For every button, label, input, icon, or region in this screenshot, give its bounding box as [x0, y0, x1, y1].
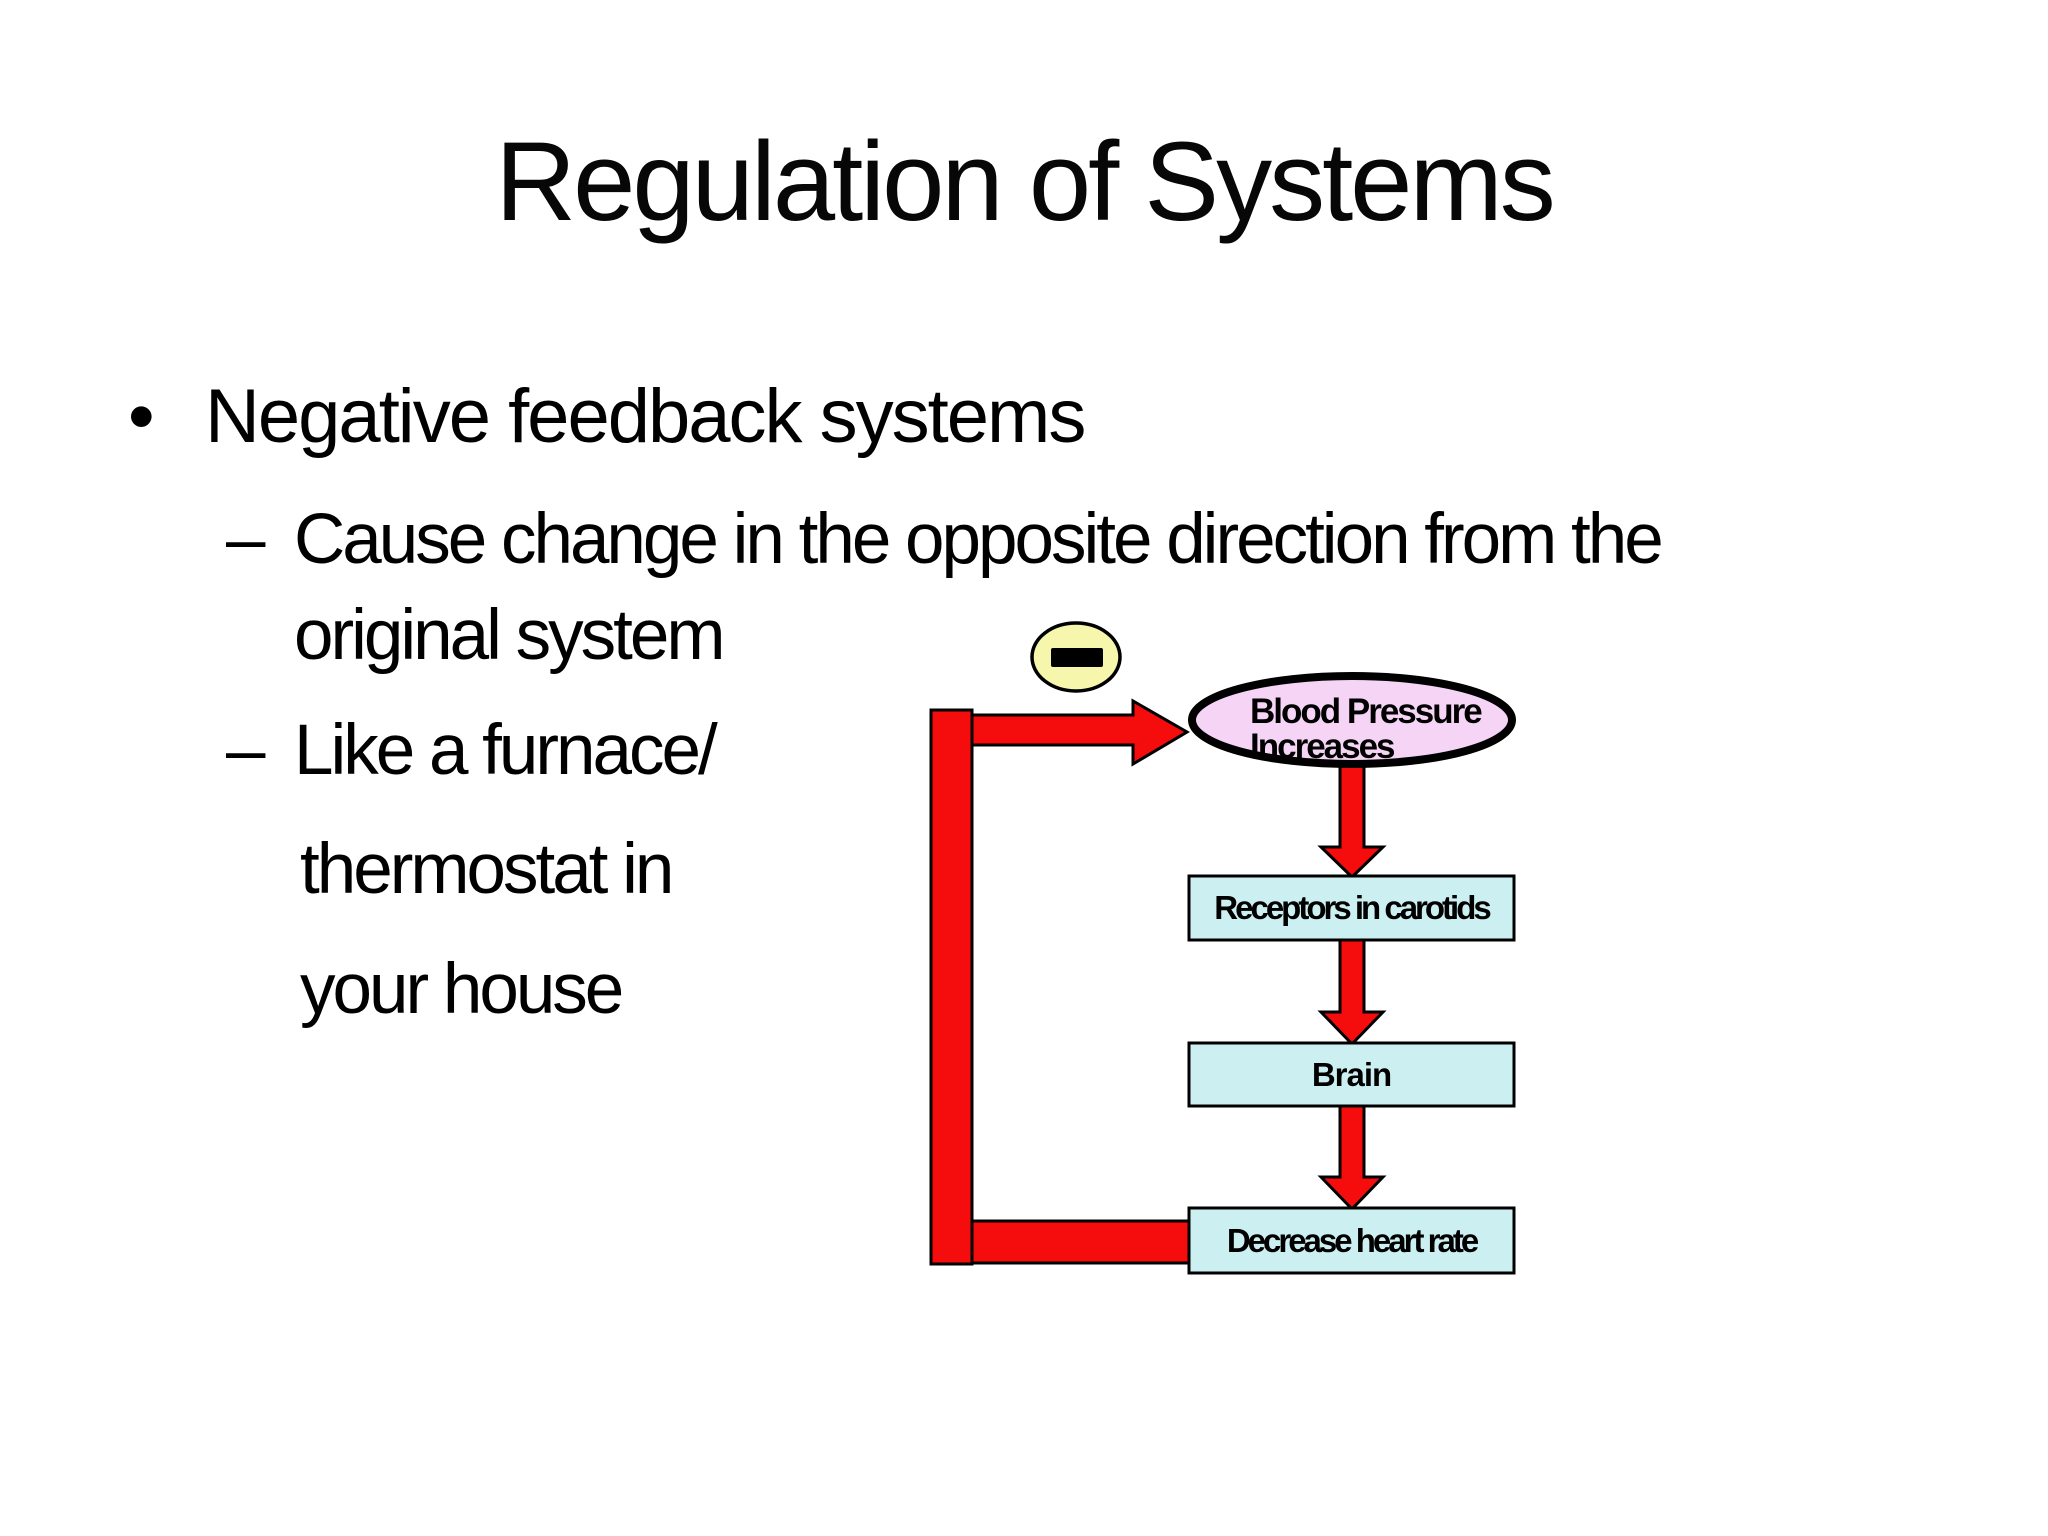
sub-bullet-furnace-line3: your house: [300, 954, 624, 1025]
blood-pressure-ellipse: [1188, 672, 1516, 768]
blood-pressure-label-line2: Increases: [1250, 727, 1396, 766]
receptors-box-label: Receptors in carotids: [1214, 889, 1491, 926]
sub-bullet-furnace-line2: thermostat in: [300, 834, 674, 905]
feedback-vertical-bar: [929, 708, 974, 1266]
sub-bullet-cause-change-line2: original system: [294, 600, 725, 671]
slide-title: Regulation of Systems: [495, 119, 1556, 244]
sub-bullet-furnace-text: Like a furnace/: [294, 711, 718, 790]
feedback-right-arrow-icon: [970, 698, 1190, 767]
sub-bullet-cause-change-text: Cause change in the opposite direction f…: [294, 500, 1664, 579]
sub-bullet-furnace-line3-text: your house: [300, 950, 624, 1029]
blood-pressure-label: Blood Pressure Increases: [1250, 694, 1530, 764]
decrease-heart-rate-box-label: Decrease heart rate: [1226, 1221, 1479, 1259]
sub-bullet-cause-change-line2-text: original system: [294, 596, 725, 675]
bullet-text: Negative feedback systems: [205, 374, 1086, 459]
blood-pressure-label-line1: Blood Pressure: [1250, 692, 1483, 731]
feedback-bottom-bar: [970, 1219, 1194, 1265]
sub-bullet-furnace-line2-text: thermostat in: [300, 830, 674, 909]
sub-bullet-furnace: –Like a furnace/: [226, 711, 718, 790]
brain-box: [1187, 1041, 1516, 1108]
bullet-dot: •: [128, 374, 155, 459]
arrow-ellipse-to-receptors-icon: [1317, 760, 1387, 880]
arrow-receptors-to-brain-icon: [1317, 936, 1387, 1047]
receptors-box: [1187, 874, 1516, 942]
minus-icon: [1051, 648, 1103, 667]
sub-bullet-cause-change: –Cause change in the opposite direction …: [226, 500, 1664, 579]
brain-box-label: Brain: [1311, 1055, 1392, 1093]
dash-marker: –: [226, 500, 266, 579]
arrow-brain-to-decrease-icon: [1317, 1102, 1387, 1212]
dash-marker: –: [226, 711, 266, 790]
bullet-item-negative-feedback: • Negative feedback systems: [128, 374, 1086, 459]
decrease-heart-rate-box: [1187, 1206, 1516, 1275]
